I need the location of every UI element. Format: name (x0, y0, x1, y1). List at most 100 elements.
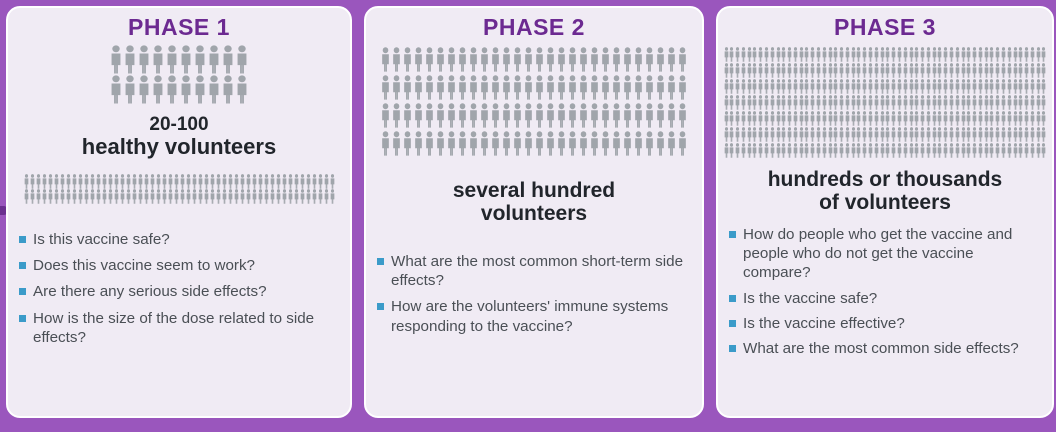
person-figure-icon (972, 94, 977, 110)
person-figure-icon (822, 142, 827, 158)
person-figure-icon (810, 126, 815, 142)
person-figure-icon (770, 126, 775, 142)
question-item: Is the vaccine safe? (728, 289, 1042, 308)
person-figure-icon (156, 188, 161, 204)
person-figure-icon (989, 126, 994, 142)
person-figure-icon (102, 188, 107, 204)
person-figure-icon (758, 62, 763, 78)
person-figure-icon (891, 78, 896, 94)
person-figure-icon (1018, 94, 1023, 110)
person-figure-icon (868, 126, 873, 142)
person-figure-icon (120, 188, 125, 204)
person-figure-icon (776, 78, 781, 94)
person-figure-icon (833, 110, 838, 126)
question-item: What are the most common side effects? (728, 339, 1042, 358)
person-figure-icon (914, 110, 919, 126)
person-figure-icon (909, 126, 914, 142)
person-figure-icon (966, 126, 971, 142)
person-figure-icon (36, 188, 41, 204)
person-figure-icon (124, 75, 136, 104)
person-figure-icon (880, 62, 885, 78)
person-figure-icon (978, 78, 983, 94)
person-figure-icon (90, 173, 95, 189)
person-figure-icon (1007, 62, 1012, 78)
person-figure-icon (114, 188, 119, 204)
person-figure-icon (793, 142, 798, 158)
pictogram-row (380, 47, 688, 72)
person-figure-icon (816, 110, 821, 126)
person-figure-icon (885, 110, 890, 126)
person-figure-icon (776, 46, 781, 62)
person-figure-icon (579, 103, 588, 128)
pictogram-row (380, 75, 688, 100)
person-figure-icon (590, 47, 599, 72)
person-figure-icon (425, 75, 434, 100)
person-figure-icon (764, 94, 769, 110)
person-figure-icon (1001, 126, 1006, 142)
person-figure-icon (126, 173, 131, 189)
question-text: How is the size of the dose related to s… (33, 309, 315, 346)
person-figure-icon (210, 173, 215, 189)
person-figure-icon (856, 142, 861, 158)
person-figure-icon (48, 173, 53, 189)
person-figure-icon (108, 173, 113, 189)
person-figure-icon (78, 188, 83, 204)
person-figure-icon (932, 78, 937, 94)
question-text: What are the most common side effects? (743, 340, 1019, 358)
person-figure-icon (168, 188, 173, 204)
person-figure-icon (816, 94, 821, 110)
person-figure-icon (833, 62, 838, 78)
person-figure-icon (1036, 142, 1041, 158)
person-figure-icon (972, 126, 977, 142)
person-figure-icon (54, 188, 59, 204)
person-figure-icon (1024, 62, 1029, 78)
person-figure-icon (943, 110, 948, 126)
person-figure-icon (955, 142, 960, 158)
person-figure-icon (535, 47, 544, 72)
person-figure-icon (634, 103, 643, 128)
person-figure-icon (150, 173, 155, 189)
person-figure-icon (180, 45, 192, 74)
person-figure-icon (793, 126, 798, 142)
person-figure-icon (822, 78, 827, 94)
person-figure-icon (764, 110, 769, 126)
person-figure-icon (667, 103, 676, 128)
person-figure-icon (579, 47, 588, 72)
person-figure-icon (897, 94, 902, 110)
person-figure-icon (729, 142, 734, 158)
person-figure-icon (851, 62, 856, 78)
person-figure-icon (995, 126, 1000, 142)
person-figure-icon (186, 188, 191, 204)
person-figure-icon (781, 142, 786, 158)
person-figure-icon (816, 46, 821, 62)
phase-title: PHASE 2 (483, 14, 585, 40)
person-figure-icon (926, 110, 931, 126)
person-figure-icon (764, 46, 769, 62)
person-figure-icon (793, 62, 798, 78)
bullet-square-icon (729, 319, 736, 327)
person-figure-icon (535, 131, 544, 156)
person-figure-icon (634, 131, 643, 156)
person-figure-icon (469, 75, 478, 100)
person-figure-icon (240, 173, 245, 189)
person-figure-icon (1013, 126, 1018, 142)
person-figure-icon (966, 78, 971, 94)
question-text: Is the vaccine effective? (743, 314, 905, 332)
person-figure-icon (909, 142, 914, 158)
person-figure-icon (1001, 62, 1006, 78)
person-figure-icon (885, 46, 890, 62)
person-figure-icon (458, 75, 467, 100)
person-figure-icon (799, 78, 804, 94)
person-figure-icon (989, 110, 994, 126)
person-figure-icon (995, 110, 1000, 126)
person-figure-icon (1036, 126, 1041, 142)
bullet-square-icon (377, 257, 384, 265)
person-figure-icon (1018, 78, 1023, 94)
person-figure-icon (804, 78, 809, 94)
person-figure-icon (937, 142, 942, 158)
person-figure-icon (735, 94, 740, 110)
bullet-square-icon (19, 235, 26, 243)
person-figure-icon (729, 110, 734, 126)
person-figure-icon (937, 110, 942, 126)
